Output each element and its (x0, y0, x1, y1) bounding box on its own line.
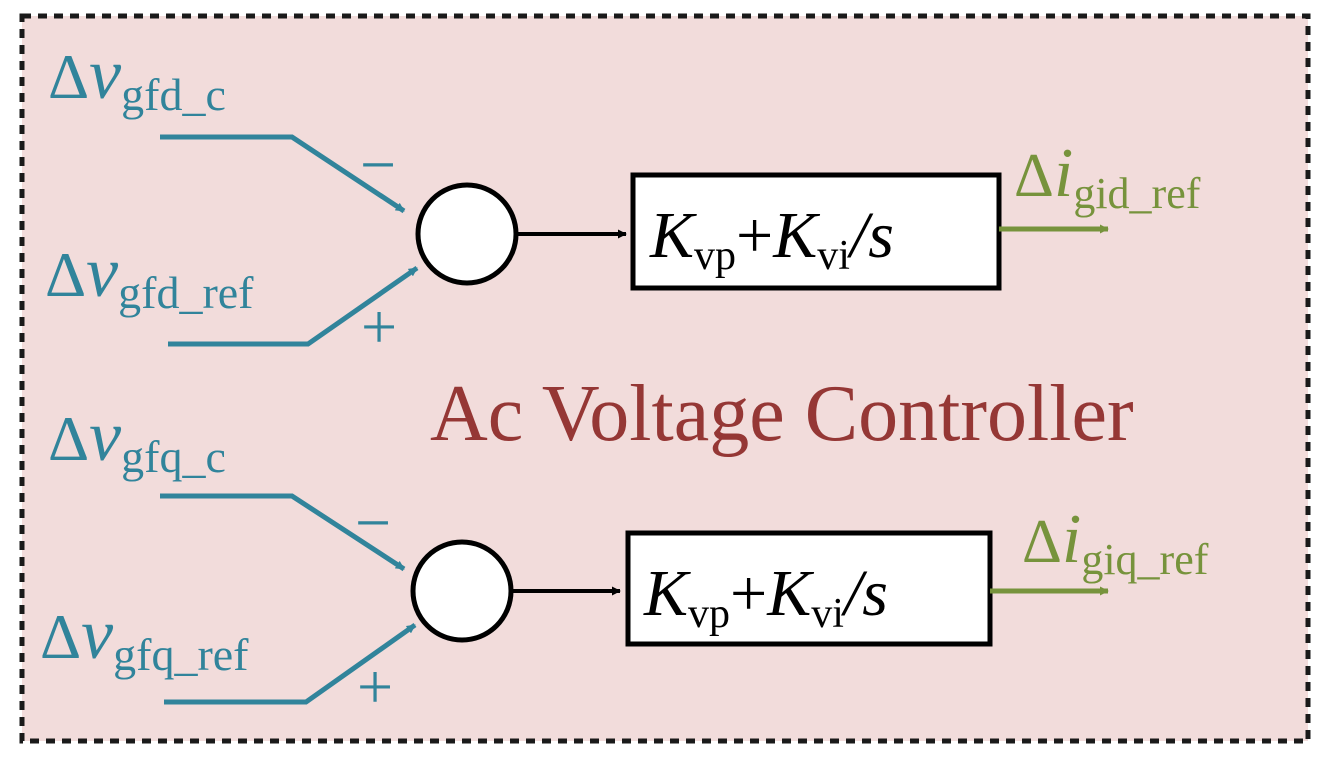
pi-block-d (630, 172, 1002, 291)
sign-minus-q: − (355, 487, 391, 558)
output-label-giq-ref: Δigiq_ref (1022, 501, 1209, 584)
summing-junction-d (415, 182, 519, 286)
pi-block-d-label: Kvp+Kvi/s (649, 199, 894, 279)
input-label-gfd-ref: Δvgfd_ref (45, 232, 254, 318)
input-line-gfd-c (160, 134, 406, 214)
sign-plus-q: + (357, 651, 393, 722)
channel-q: Δvgfq_c Δvgfq_ref − + Kvp+Kvi/s Δigiq_re… (40, 396, 1209, 722)
summing-junction-q (410, 539, 514, 643)
sign-plus-d: + (361, 291, 397, 362)
input-label-gfq-ref: Δvgfq_ref (40, 594, 249, 680)
pi-block-q-label: Kvp+Kvi/s (643, 557, 888, 637)
input-line-gfd-ref (168, 265, 419, 347)
sign-minus-d: − (360, 129, 396, 200)
diagram-title: Ac Voltage Controller (430, 370, 1134, 458)
input-label-gfd-c: Δvgfd_c (48, 34, 226, 120)
input-line-gfq-c (160, 493, 406, 572)
channel-d: Δvgfd_c Δvgfd_ref − + Kvp+Kvi/s Δigid_re… (45, 34, 1201, 362)
input-label-gfq-c: Δvgfq_c (48, 396, 226, 482)
input-line-gfq-ref (164, 622, 417, 705)
output-label-gid-ref: Δigid_ref (1014, 135, 1201, 218)
